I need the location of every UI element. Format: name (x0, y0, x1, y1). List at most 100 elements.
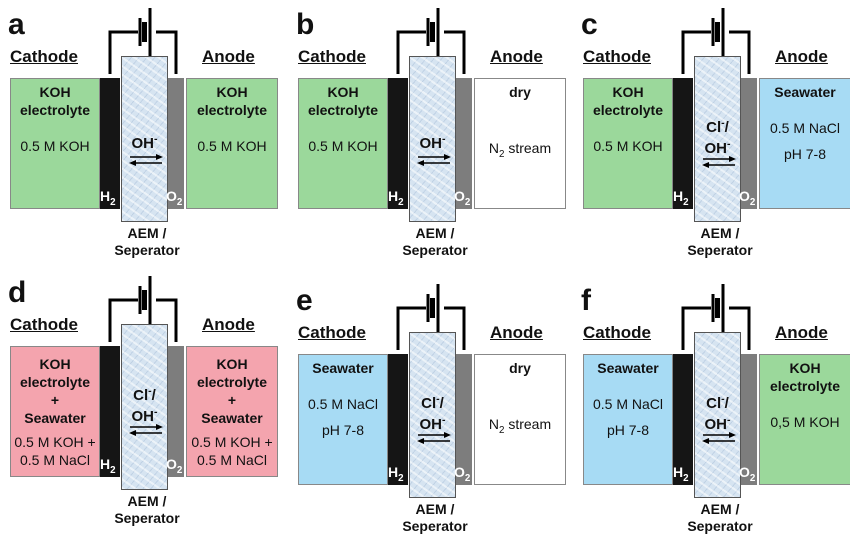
cathode-concentration-line: 0.5 M KOH (20, 138, 90, 154)
cathode-concentration-line: 0.5 M KOH (308, 138, 378, 154)
anode-header: Anode (775, 323, 828, 342)
h2-label: H2 (100, 188, 116, 208)
ion-line-oh: OH- (410, 412, 455, 433)
o2-label: O2 (739, 464, 755, 484)
anode-title-line: KOH (216, 356, 248, 372)
o2-label: O2 (739, 188, 755, 208)
membrane-caption: AEM /Seperator (392, 501, 478, 535)
anode-title-line: electrolyte (196, 102, 268, 118)
membrane-caption-line2: Seperator (114, 510, 180, 526)
o2-subscript: 2 (464, 472, 471, 484)
h2-label: H2 (100, 456, 116, 476)
cathode-title-line: electrolyte (19, 102, 91, 118)
ion-oh: OH (131, 135, 155, 152)
ion-cl: Cl (133, 387, 149, 404)
o2-subscript: 2 (749, 472, 756, 484)
h2-label: H2 (388, 464, 404, 484)
cathode-header: Cathode (583, 47, 651, 66)
ion-label: Cl-/OH- (695, 115, 740, 157)
membrane-caption-line2: Seperator (402, 518, 468, 534)
anode-concentration-line: 0.5 M NaCl (196, 452, 268, 468)
n2-subscript: 2 (498, 148, 505, 160)
ion-oh: OH (419, 416, 443, 433)
o2-subscript: 2 (749, 196, 756, 208)
n2-subscript: 2 (498, 424, 505, 436)
cathode-concentration-line: pH 7-8 (606, 422, 650, 438)
h2-label: H2 (388, 188, 404, 208)
panel-label: c (581, 8, 598, 41)
panel-label: f (581, 284, 591, 317)
ion-separator: / (724, 395, 729, 412)
ion-exchange-arrows-icon (417, 432, 451, 444)
ion-charge: - (148, 385, 152, 397)
ion-line-oh: OH- (695, 412, 740, 433)
anode-title-line: electrolyte (769, 378, 841, 394)
o2-symbol: O (166, 456, 177, 472)
membrane-caption-line1: AEM / (127, 225, 167, 241)
membrane-caption-line1: AEM / (415, 225, 455, 241)
ion-cl: Cl (706, 395, 722, 412)
anode-header: Anode (490, 47, 543, 66)
membrane-caption: AEM /Seperator (677, 225, 763, 259)
anode-concentration-line: 0.5 M KOH (197, 138, 267, 154)
ion-label: Cl- /OH- (695, 391, 740, 433)
ion-charge: - (727, 414, 731, 426)
anode-header: Anode (202, 47, 255, 66)
anode-electrode (741, 78, 757, 209)
h2-symbol: H (388, 464, 399, 480)
h2-subscript: 2 (683, 196, 689, 208)
o2-subscript: 2 (176, 196, 183, 208)
ion-exchange-arrows-icon (129, 424, 163, 436)
anode-concentration-line: 0.5 M NaCl (769, 120, 841, 136)
panel-label: b (296, 8, 315, 41)
ion-oh: OH (419, 135, 443, 152)
panel-label: e (296, 284, 313, 317)
ion-cl: Cl (706, 119, 722, 136)
cathode-header: Cathode (583, 323, 651, 342)
cathode-title-line: electrolyte (307, 102, 379, 118)
cathode-electrode (388, 78, 408, 209)
anode-electrode (168, 78, 184, 209)
ion-label: Cl-/OH- (122, 383, 167, 425)
power-source-circuit-icon (681, 8, 751, 74)
ion-line-cl: Cl-/ (122, 383, 167, 404)
anode-concentration-line: 0.5 M KOH + (191, 434, 273, 450)
ion-separator: / (151, 387, 156, 404)
h2-label: H2 (673, 464, 689, 484)
h2-symbol: H (673, 464, 684, 480)
cathode-concentration-line: 0.5 M NaCl (592, 396, 664, 412)
membrane-caption-line2: Seperator (402, 242, 468, 258)
membrane: Cl-/OH- (409, 332, 456, 498)
ion-line-oh: OH- (122, 404, 167, 425)
h2-symbol: H (388, 188, 399, 204)
ion-charge: - (154, 406, 158, 418)
ion-label: Cl-/OH- (410, 391, 455, 433)
anode-concentration-line: 0,5 M KOH (770, 414, 840, 430)
membrane-caption-line2: Seperator (687, 518, 753, 534)
n2-stream-label: stream (504, 140, 552, 156)
h2-subscript: 2 (398, 196, 404, 208)
ion-separator: / (724, 119, 729, 136)
ion-charge: - (727, 138, 731, 150)
cathode-concentration-line: 0.5 M KOH (593, 138, 663, 154)
o2-label: O2 (166, 456, 182, 476)
h2-subscript: 2 (110, 464, 116, 476)
ion-charge: - (442, 133, 446, 145)
h2-subscript: 2 (110, 196, 116, 208)
membrane-caption-line1: AEM / (700, 501, 740, 517)
anode-electrode (741, 354, 757, 485)
o2-subscript: 2 (464, 196, 471, 208)
o2-label: O2 (454, 464, 470, 484)
membrane: OH- (409, 56, 456, 222)
ion-separator: / (439, 395, 444, 412)
anode-title-line: dry (509, 84, 531, 100)
ion-exchange-arrows-icon (702, 156, 736, 168)
